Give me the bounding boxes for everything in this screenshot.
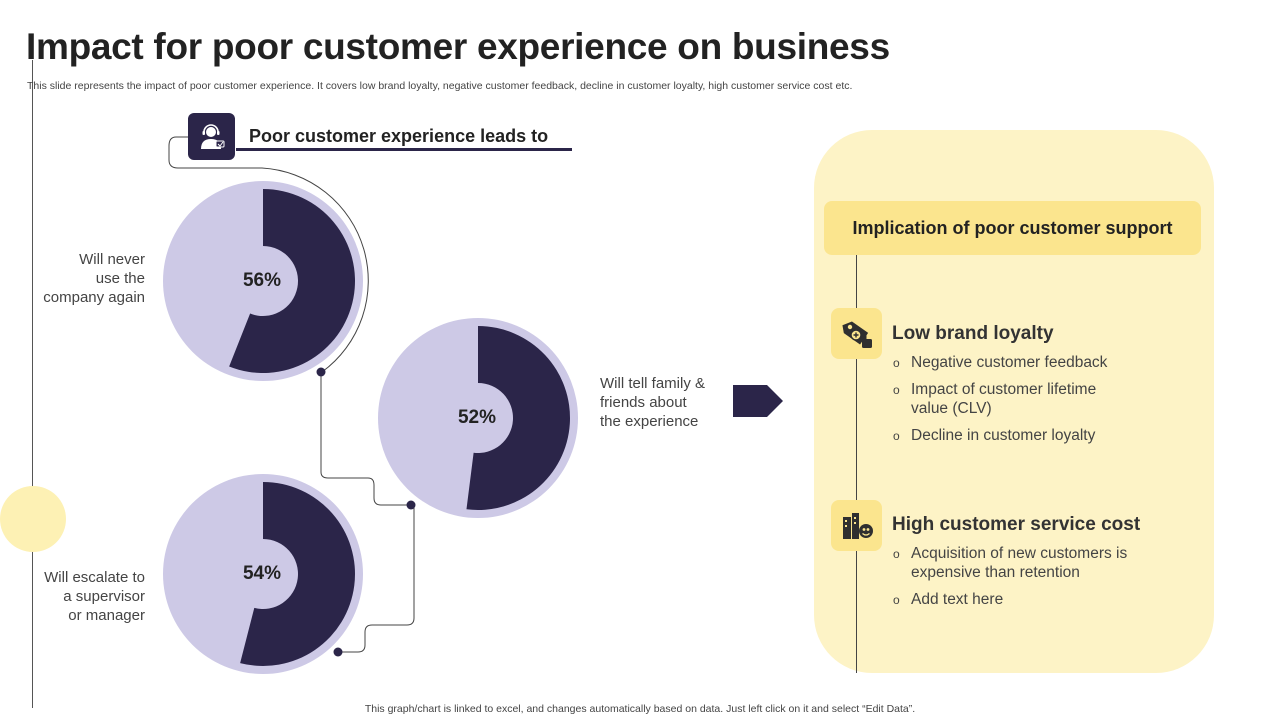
- donut-chart-never-use-again: [163, 181, 363, 381]
- caption-line: friends about: [600, 394, 687, 411]
- left-vertical-rule: [32, 60, 33, 708]
- donut-value-label: 56%: [242, 270, 282, 291]
- support-item-title: High customer service cost: [892, 514, 1141, 535]
- bullet-item: Add text here: [892, 590, 1192, 610]
- connector-dot-1: [316, 367, 326, 377]
- bullet-item: Impact of customer lifetime value (CLV): [892, 380, 1136, 418]
- caption-line: Will escalate to: [44, 569, 145, 586]
- page-subtitle: This slide represents the impact of poor…: [27, 80, 853, 92]
- connector-dot-3: [333, 647, 343, 657]
- donut-value-label: 54%: [242, 563, 282, 584]
- decorative-circle: [0, 486, 66, 552]
- bullet-item: Acquisition of new customers is expensiv…: [892, 544, 1156, 582]
- customer-support-agent-icon: [188, 113, 235, 160]
- buildings-customers-icon: [831, 500, 882, 551]
- caption-line: or manager: [68, 607, 145, 624]
- section-header-underline: [236, 148, 572, 151]
- donut-slice: [240, 482, 355, 666]
- caption-line: Will tell family &: [600, 375, 706, 392]
- bullet-item: Decline in customer loyalty: [892, 426, 1192, 446]
- donut-slice: [229, 189, 355, 373]
- caption-line: company again: [43, 289, 145, 306]
- support-panel-header: Implication of poor customer support: [824, 201, 1201, 255]
- support-item-bullets: Negative customer feedback Impact of cus…: [892, 353, 1192, 453]
- connector-dot-2: [406, 500, 416, 510]
- connector-donut1-donut2: [320, 372, 411, 506]
- section-header: Poor customer experience leads to: [249, 126, 549, 146]
- caption-line: use the: [95, 270, 145, 287]
- page-title: Impact for poor customer experience on b…: [26, 26, 890, 67]
- donut-value-label: 52%: [457, 407, 497, 428]
- price-tag-like-icon: [831, 308, 882, 359]
- support-panel-rule: [856, 255, 857, 673]
- caption-line: a supervisor: [63, 588, 145, 605]
- donut-caption: Will tell family & friends about the exp…: [600, 374, 705, 431]
- caption-line: the experience: [600, 413, 699, 430]
- caption-line: Will never: [79, 251, 145, 268]
- support-item-title: Low brand loyalty: [892, 323, 1054, 344]
- connector-donut2-donut3: [338, 504, 415, 653]
- donut-caption: Will escalate to a supervisor or manager: [0, 568, 145, 625]
- bullet-item: Negative customer feedback: [892, 353, 1192, 373]
- footer-note: This graph/chart is linked to excel, and…: [364, 703, 916, 715]
- donut-chart-tell-family-friends: [378, 318, 578, 518]
- donut-chart-escalate-supervisor: [163, 474, 363, 674]
- header-connector-arc: [168, 136, 369, 373]
- donut-slice: [466, 326, 570, 510]
- chevron-arrow-right-icon: [733, 385, 783, 417]
- support-item-bullets: Acquisition of new customers is expensiv…: [892, 544, 1192, 617]
- donut-caption: Will never use the company again: [0, 250, 145, 307]
